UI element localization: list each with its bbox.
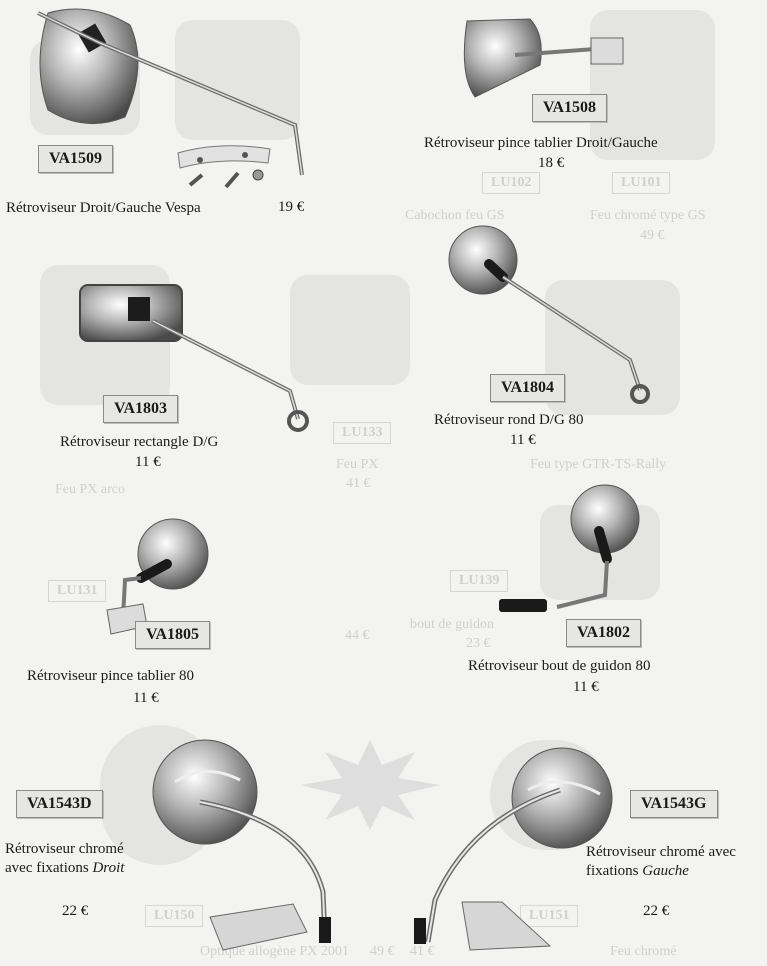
ghost-starburst — [300, 740, 440, 830]
desc-line-1: Rétroviseur chromé avec — [586, 844, 736, 860]
product-price-va1543d: 22 € — [62, 903, 89, 919]
ghost-code: LU139 — [450, 570, 509, 592]
ghost-text: Feu PX — [336, 457, 379, 472]
product-desc-va1805: Rétroviseur pince tablier 80 — [27, 668, 195, 684]
ghost-text: 41 € — [346, 476, 371, 491]
ghost-text: Feu PX arco — [55, 482, 125, 497]
product-price-va1802: 11 € — [573, 679, 599, 695]
mirror-image-va1802 — [499, 484, 640, 612]
product-code-va1805: VA1805 — [135, 621, 211, 649]
desc-line-2: fixations Gauche — [586, 862, 736, 881]
mirror-image-va1508 — [463, 18, 624, 98]
product-code-va1508: VA1508 — [532, 94, 608, 122]
mirror-image-va1509 — [37, 8, 304, 189]
product-price-va1804: 11 € — [510, 432, 536, 448]
desc-line-1: Rétroviseur chromé — [5, 841, 124, 857]
product-code-va1804: VA1804 — [490, 374, 566, 402]
product-code-va1543g: VA1543G — [630, 790, 718, 818]
ghost-text: 44 € — [345, 628, 370, 643]
ghost-code: LU151 — [520, 905, 579, 927]
ghost-text: Cabochon feu GS — [405, 208, 505, 223]
mirror-image-va1804 — [448, 225, 650, 404]
product-price-va1805: 11 € — [133, 690, 159, 706]
product-desc-va1508: Rétroviseur pince tablier Droit/Gauche — [424, 135, 658, 151]
ghost-code: LU133 — [333, 422, 392, 444]
product-desc-va1803: Rétroviseur rectangle D/G — [60, 434, 219, 450]
ghost-text: Feu type GTR-TS-Rally — [530, 457, 667, 472]
product-desc-va1804: Rétroviseur rond D/G 80 — [434, 412, 584, 428]
product-code-va1543d: VA1543D — [16, 790, 103, 818]
product-desc-va1543d: Rétroviseur chromé avec fixations Droit — [5, 840, 124, 878]
product-desc-va1543g: Rétroviseur chromé avec fixations Gauche — [586, 843, 736, 881]
desc-side: Droit — [92, 860, 125, 876]
desc-text: fixations — [586, 863, 639, 879]
desc-line-2: avec fixations Droit — [5, 859, 124, 878]
ghost-code: LU150 — [145, 905, 204, 927]
ghost-text: 49 € — [640, 228, 665, 243]
product-code-va1509: VA1509 — [38, 145, 114, 173]
ghost-text: bout de guidon — [410, 617, 494, 632]
desc-text: avec fixations — [5, 860, 89, 876]
ghost-text: 23 € — [466, 636, 491, 651]
ghost-code: LU102 — [482, 172, 541, 194]
product-code-va1802: VA1802 — [566, 619, 642, 647]
product-desc-va1509: Rétroviseur Droit/Gauche Vespa — [6, 200, 201, 216]
mirror-image-va1543g — [414, 747, 613, 951]
ghost-text: 41 € — [410, 944, 435, 959]
ghost-lamp — [590, 10, 715, 160]
product-code-va1803: VA1803 — [103, 395, 179, 423]
ghost-code: LU131 — [48, 580, 107, 602]
mirror-image-va1543d — [152, 739, 331, 951]
ghost-text: 49 € — [370, 944, 395, 959]
product-desc-va1802: Rétroviseur bout de guidon 80 — [468, 658, 651, 674]
product-price-va1543g: 22 € — [643, 903, 670, 919]
product-price-va1509: 19 € — [278, 199, 305, 215]
ghost-text: Feu chromé — [610, 944, 677, 959]
ghost-lamp — [290, 275, 410, 385]
ghost-text: Feu chromé type GS — [590, 208, 706, 223]
desc-side: Gauche — [642, 863, 689, 879]
ghost-text: Optique allogène PX 2001 — [200, 944, 349, 959]
mirror-image-va1803 — [79, 284, 309, 432]
product-price-va1508: 18 € — [538, 155, 565, 171]
product-price-va1803: 11 € — [135, 454, 161, 470]
ghost-code: LU101 — [612, 172, 671, 194]
